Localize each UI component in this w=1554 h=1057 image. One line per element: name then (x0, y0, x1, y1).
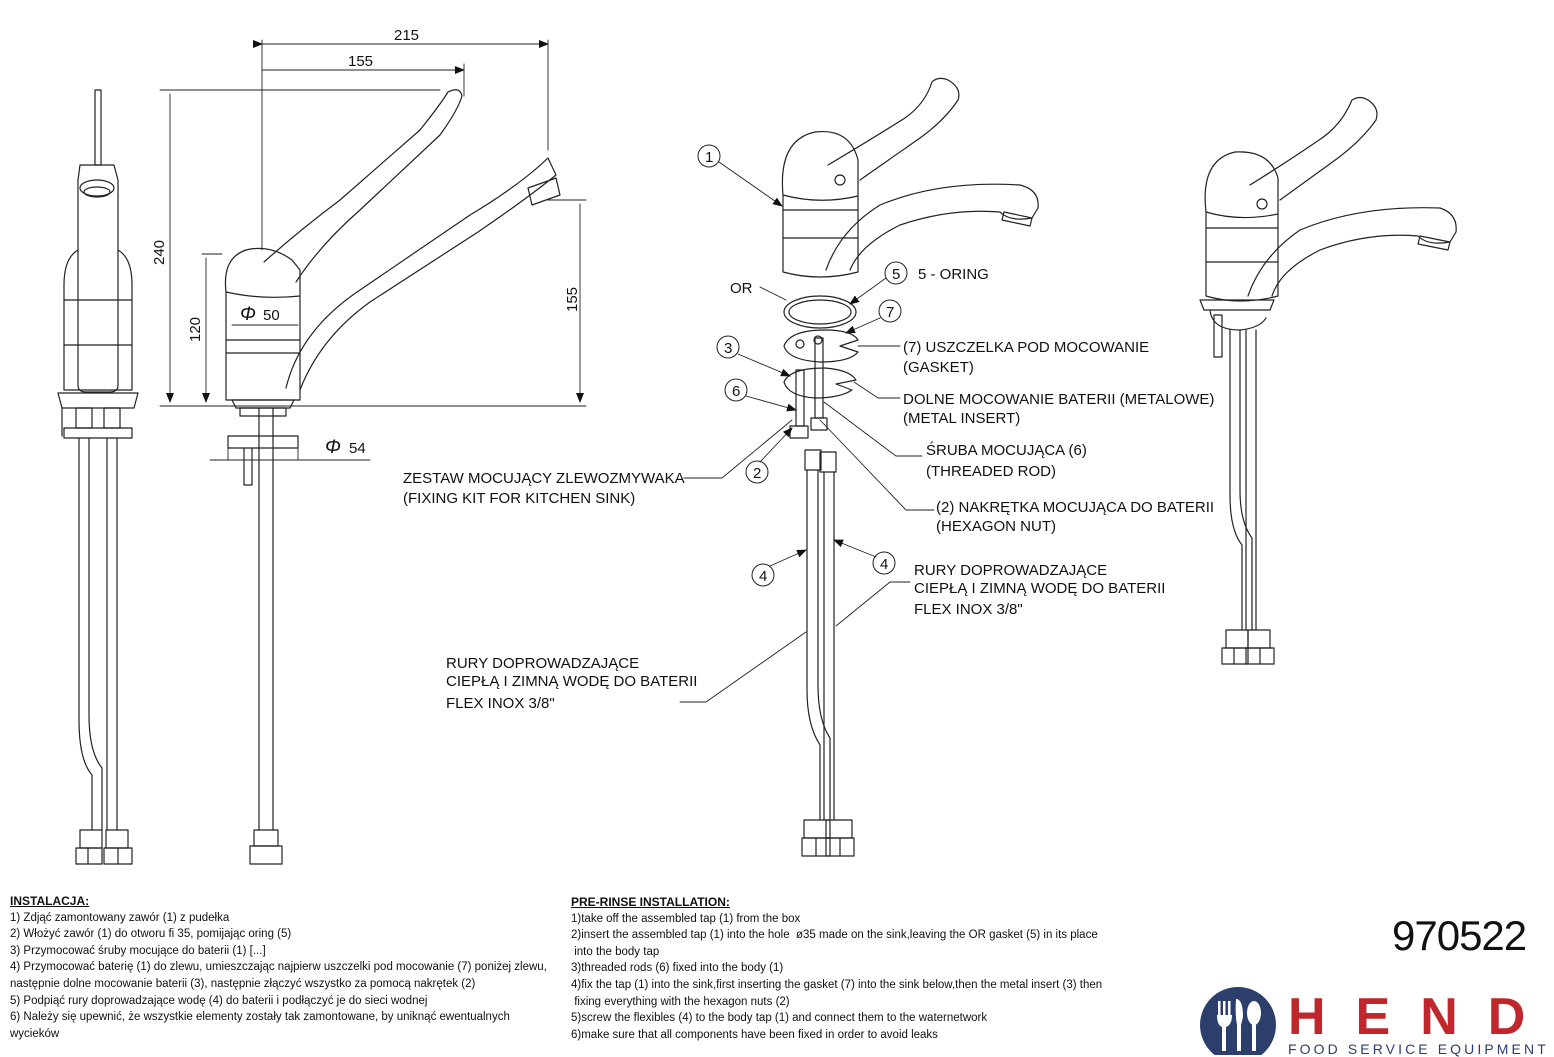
label-kit-en: (FIXING KIT FOR KITCHEN SINK) (403, 490, 635, 507)
leader-lines (679, 161, 935, 703)
dim-155-top: 155 (348, 53, 373, 70)
instruction-pl-line: 5) Podpiąć rury doprowadzające wodę (4) … (10, 994, 428, 1007)
callout-circles (697, 144, 908, 587)
instruction-en-line: 6)make sure that all components have bee… (571, 1028, 938, 1041)
label-kit-pl: ZESTAW MOCUJĄCY ZLEWOZMYWAKA (403, 470, 685, 487)
label-oring: 5 - ORING (918, 266, 989, 283)
dim-phi-50: 50 (263, 307, 280, 324)
instruction-en-line: 5)screw the flexibles (4) to the body ta… (571, 1012, 988, 1025)
label-nut-pl: (2) NAKRĘTKA MOCUJĄCA DO BATERII (936, 499, 1214, 516)
brand-tagline: FOOD SERVICE EQUIPMENT (1288, 1041, 1549, 1057)
assembled-view (1199, 96, 1457, 665)
dim-240: 240 (151, 240, 168, 265)
label-rod-pl: ŚRUBA MOCUJĄCA (6) (926, 441, 1087, 459)
dim-120: 120 (187, 317, 204, 342)
fork-knife-spoon-icon (1200, 987, 1276, 1055)
instruction-en-line: 2)insert the assembled tap (1) into the … (571, 929, 1098, 942)
label-gasket-en: (GASKET) (903, 359, 974, 376)
label-pipes-left-2: CIEPŁĄ I ZIMNĄ WODĘ DO BATERII (446, 673, 697, 690)
instructions-english: PRE-RINSE INSTALLATION: 1)take off the a… (571, 894, 1131, 1043)
instruction-pl-line: 2) Włożyć zawór (1) do otworu fi 35, pom… (10, 928, 292, 941)
brand-logo: HENDI FOOD SERVICE EQUIPMENT (1196, 985, 1554, 1057)
label-insert-en: (METAL INSERT) (903, 410, 1020, 427)
instruction-en-line: 3)threaded rods (6) fixed into the body … (571, 962, 784, 975)
callout-5: 5 (892, 266, 900, 283)
callout-4b: 4 (880, 556, 888, 573)
brand-name: HENDI (1288, 988, 1554, 1046)
instruction-pl-line: 4) Przymocować baterię (1) do zlewu, umi… (10, 961, 547, 974)
label-pipes-right-1: RURY DOPROWADZAJĄCE (914, 562, 1107, 579)
label-pipes-left-1: RURY DOPROWADZAJĄCE (446, 655, 639, 672)
label-pipes-right-2: CIEPŁĄ I ZIMNĄ WODĘ DO BATERII (914, 580, 1165, 597)
exploded-view (781, 77, 1039, 857)
label-gasket-pl: (7) USZCZELKA POD MOCOWANIE (903, 339, 1149, 356)
instruction-en-line: fixing everything with the hexagon nuts … (571, 995, 790, 1008)
instruction-pl-line: następnie dolne mocowanie baterii (3), n… (10, 977, 476, 990)
instruction-en-line: 1)take off the assembled tap (1) from th… (571, 912, 801, 925)
callout-1: 1 (705, 149, 713, 166)
label-pipes-right-3: FLEX INOX 3/8" (914, 601, 1023, 618)
instructions-english-heading: PRE-RINSE INSTALLATION: (571, 895, 730, 909)
model-number: 970522 (1392, 912, 1527, 959)
instruction-pl-line: 6) Należy się upewnić, że wszystkie elem… (10, 1011, 510, 1024)
label-insert-pl: DOLNE MOCOWANIE BATERII (METALOWE) (903, 391, 1214, 408)
callout-6: 6 (732, 383, 740, 400)
front-view (57, 89, 139, 865)
callout-4a: 4 (759, 568, 767, 585)
callout-7: 7 (886, 304, 894, 321)
instructions-polish-heading: INSTALACJA: (10, 894, 90, 908)
phi-symbol-50: Φ (240, 304, 256, 325)
instruction-pl-line: 3) Przymocować śruby mocujące do baterii… (10, 944, 266, 957)
phi-symbol-54: Φ (325, 437, 341, 458)
label-nut-en: (HEXAGON NUT) (936, 518, 1056, 535)
instruction-pl-line: 1) Zdjąć zamontowany zawór (1) z pudełka (10, 911, 230, 924)
dim-155-right: 155 (564, 287, 581, 312)
label-pipes-left-3: FLEX INOX 3/8" (446, 695, 555, 712)
side-view (224, 89, 561, 865)
instruction-en-line: 4)fix the tap (1) into the sink,first in… (571, 978, 1103, 991)
label-or: OR (730, 280, 753, 297)
callout-2: 2 (753, 465, 761, 482)
instructions-polish: INSTALACJA: 1) Zdjąć zamontowany zawór (… (10, 893, 570, 1042)
dim-215: 215 (394, 27, 419, 44)
callout-3: 3 (724, 340, 732, 357)
label-rod-en: (THREADED ROD) (926, 463, 1056, 480)
dim-phi-54: 54 (349, 440, 366, 457)
instruction-pl-line: wycieków (10, 1027, 60, 1040)
instruction-en-line: into the body tap (571, 945, 660, 958)
dimension-lines (159, 39, 587, 461)
